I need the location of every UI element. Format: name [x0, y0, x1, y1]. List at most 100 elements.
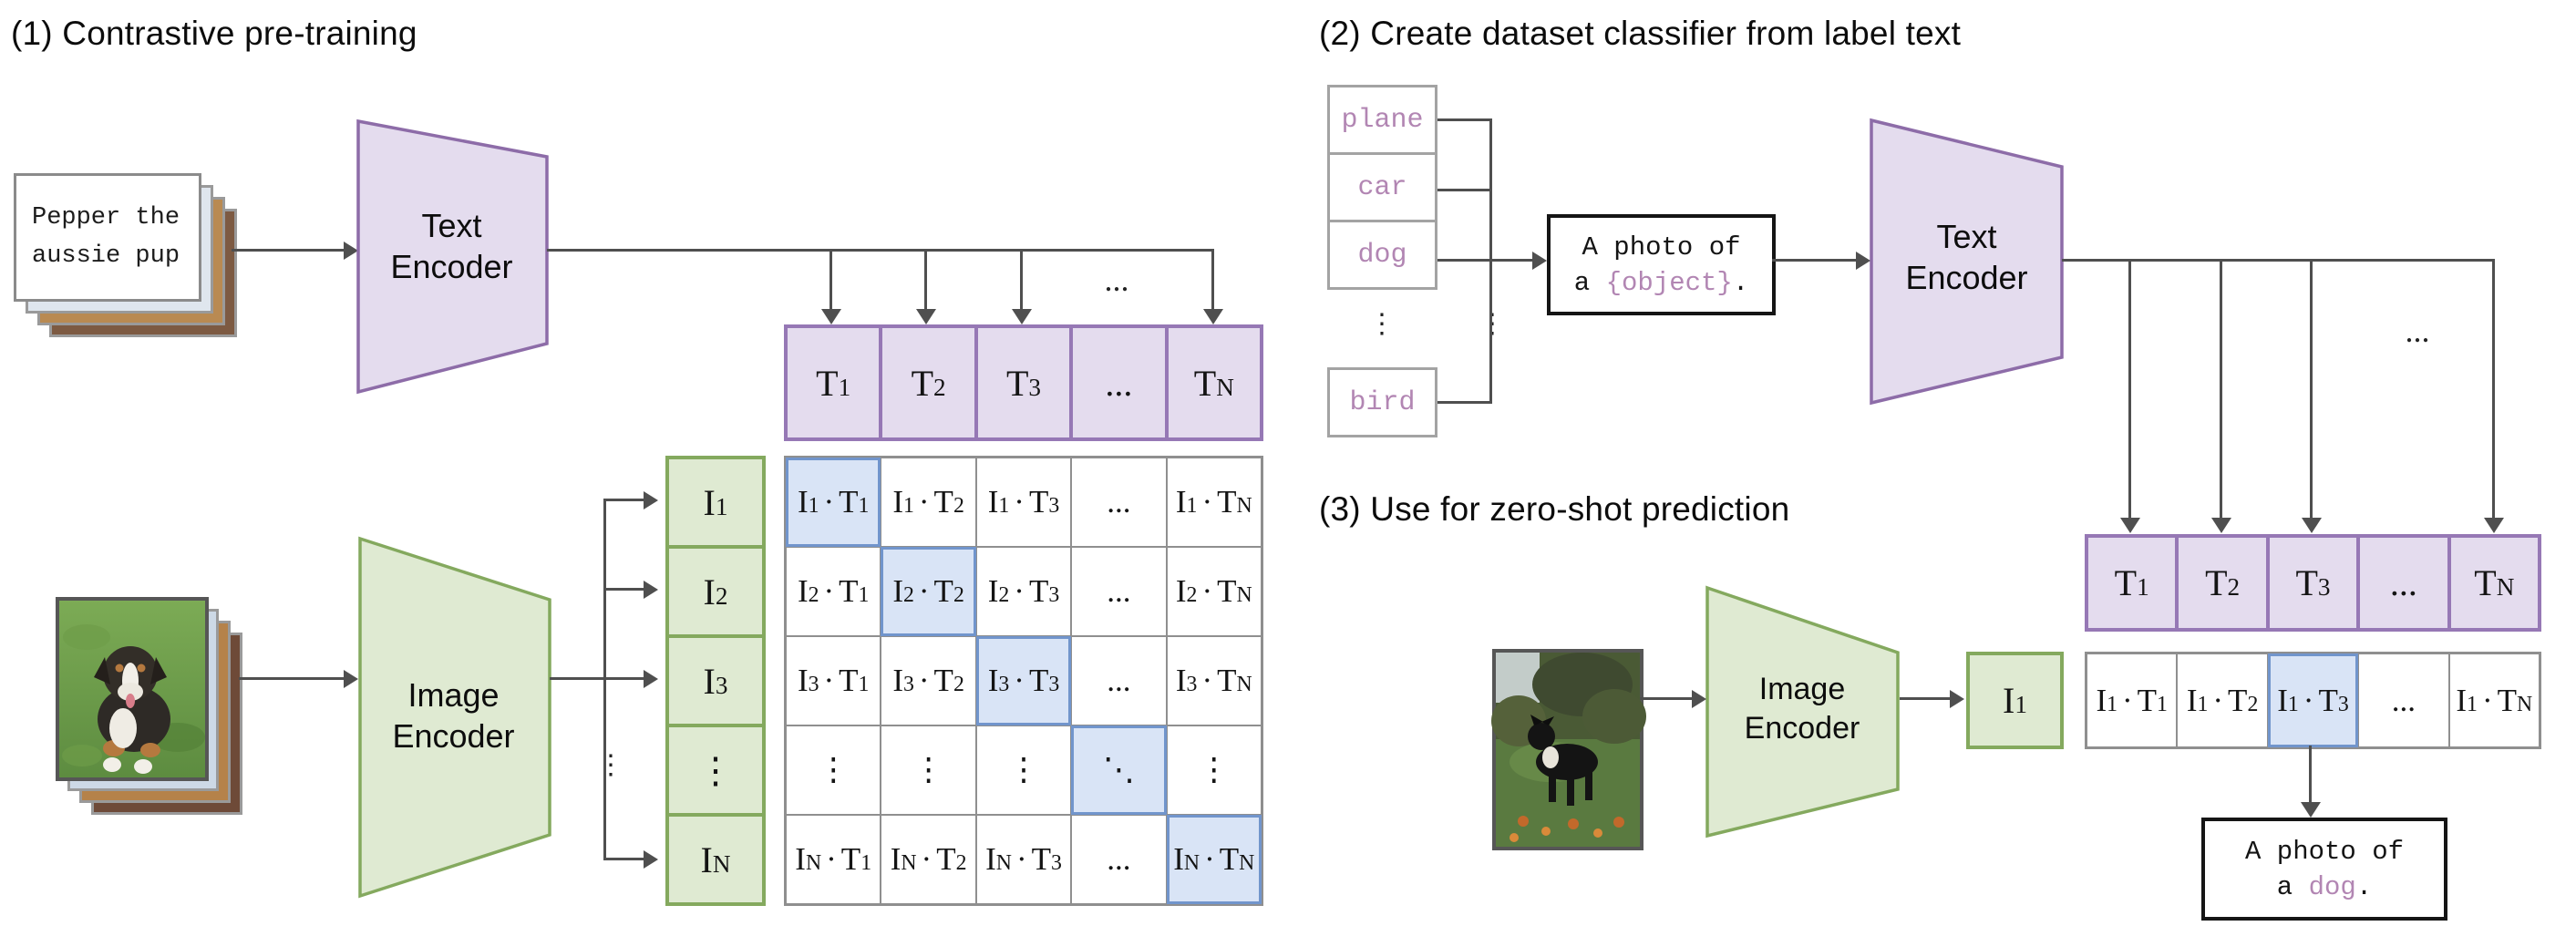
- image-encoder2-shape: [1705, 585, 1900, 839]
- prediction-line1: A photo of: [2244, 836, 2405, 867]
- panel1-title: (1) Contrastive pre-training: [11, 15, 417, 52]
- branch-i3: [603, 677, 644, 680]
- text-embed-bus2: [2062, 259, 2495, 262]
- prompt-template-box: A photo of a {object}.: [1547, 214, 1776, 315]
- arrow-photo-to-encoder2: [1640, 697, 1695, 700]
- matrix-cell: ...: [1071, 636, 1167, 725]
- drop2-t1: [2128, 259, 2131, 520]
- drop-line-t3: [1020, 249, 1023, 310]
- arrow-prompt-to-encoder: [1772, 259, 1858, 262]
- branch-in: [603, 858, 644, 860]
- ellipsis-horizontal: ...: [1104, 262, 1129, 298]
- arrowhead-icon: [2301, 802, 2321, 818]
- embedding-cell: ...: [1071, 326, 1167, 439]
- ellipsis-horizontal: ...: [2405, 313, 2430, 349]
- stub-dog: [1437, 259, 1492, 262]
- arrowhead-icon: [916, 309, 936, 324]
- matrix-cell: ⋮: [1166, 725, 1262, 815]
- prompt-line1: A photo of: [1582, 232, 1741, 262]
- arrow-bus-to-prompt: [1489, 259, 1534, 262]
- arrowhead-icon: [2120, 518, 2140, 533]
- panel2-title: (2) Create dataset classifier from label…: [1319, 15, 1962, 52]
- text-embed-bus: [547, 249, 1214, 252]
- puppy-photo: [56, 597, 209, 781]
- text-encoder2-label: Text Encoder: [1905, 218, 2028, 296]
- matrix-cell: ...: [1071, 547, 1167, 636]
- class-label-plane: plane: [1327, 85, 1437, 155]
- ellipsis-vertical: ⋮: [597, 750, 624, 780]
- matrix-cell: ...: [1071, 458, 1167, 547]
- prompt-object-token: {object}: [1605, 267, 1733, 298]
- arrowhead-icon: [1012, 309, 1032, 324]
- image-embed-out: [550, 677, 606, 680]
- drop2-t3: [2310, 259, 2313, 520]
- drop-line-t2: [924, 249, 927, 310]
- matrix-cell: ⋮: [786, 725, 881, 815]
- class-label-dog: dog: [1327, 220, 1437, 290]
- panel3-title: (3) Use for zero-shot prediction: [1319, 490, 1790, 528]
- arrowhead-icon: [644, 850, 658, 869]
- arrowhead-icon: [644, 581, 658, 599]
- text-input-line1: Pepper the: [32, 204, 180, 232]
- text-encoder-label: Text Encoder: [390, 207, 513, 285]
- dog-photo: [1491, 649, 1646, 850]
- matrix-cell: ⋮: [975, 725, 1072, 815]
- matrix-cell: ⋮: [881, 725, 976, 815]
- embedding-cell: ⋮: [667, 725, 764, 815]
- stub-bird: [1437, 401, 1492, 404]
- arrowhead-icon: [2302, 518, 2322, 533]
- drop2-t2: [2220, 259, 2222, 520]
- prediction-line2: a dog.: [2276, 871, 2373, 902]
- embedding-cell: ...: [2358, 536, 2449, 630]
- arrow-text-to-encoder: [232, 249, 345, 252]
- branch-i2: [603, 588, 644, 591]
- prediction-box: A photo of a dog.: [2201, 818, 2447, 921]
- image-encoder-shape: [358, 536, 551, 899]
- prompt-line2: a {object}.: [1573, 267, 1749, 298]
- branch-i1: [603, 499, 644, 501]
- arrowhead-icon: [344, 670, 358, 688]
- matrix-cell: ⋱: [1071, 725, 1167, 815]
- arrowhead-icon: [2211, 518, 2231, 533]
- stub-plane: [1437, 118, 1492, 121]
- arrowhead-icon: [644, 491, 658, 509]
- image-encoder-label: Image Encoder: [392, 676, 515, 755]
- arrow-image-to-encoder: [239, 677, 345, 680]
- matrix-cell: ...: [1071, 815, 1167, 904]
- matrix-cell: ...: [2358, 653, 2449, 747]
- text-input-line2: aussie pup: [32, 242, 180, 270]
- class-label-bird: bird: [1327, 367, 1437, 437]
- stub-car: [1437, 189, 1492, 191]
